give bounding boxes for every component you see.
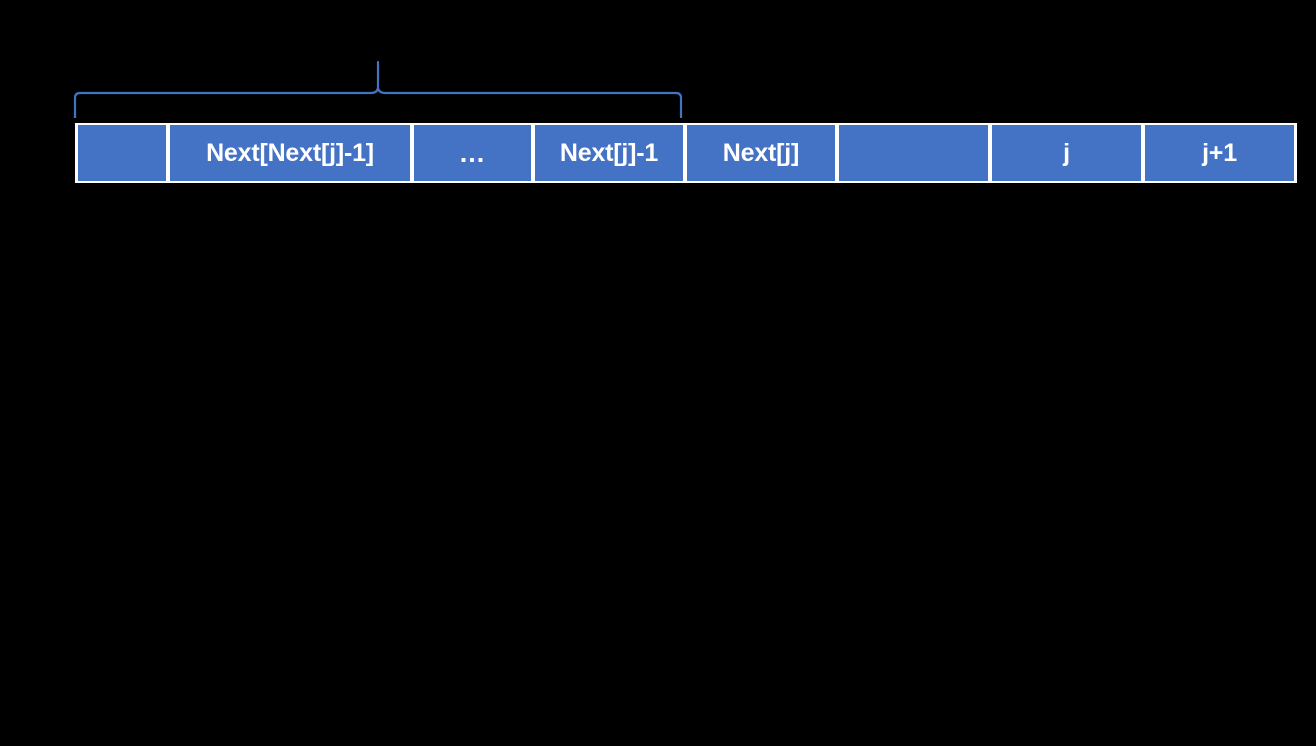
brace-shape [73, 60, 683, 118]
array-cell-label-4: Next[j] [722, 138, 800, 167]
array-cell-label-2: ... [459, 137, 486, 168]
span-brace [60, 50, 710, 130]
array-cell-label-7: j+1 [1202, 138, 1237, 167]
next-array-strip: Next[Next[j]-1] ... Next[j]-1 Next[j] j … [75, 123, 1297, 183]
brace-path [73, 60, 683, 118]
array-cell-4[interactable]: Next[j] [685, 125, 837, 181]
array-cell-label-3: Next[j]-1 [559, 138, 659, 167]
array-cell-1[interactable]: Next[Next[j]-1] [168, 125, 412, 181]
array-cell-label-1: Next[Next[j]-1] [206, 138, 374, 167]
array-cell-7[interactable]: j+1 [1143, 125, 1297, 181]
array-cell-5[interactable] [837, 125, 990, 181]
array-cell-label-6: j [1063, 138, 1070, 167]
array-cell-6[interactable]: j [990, 125, 1143, 181]
array-cell-3[interactable]: Next[j]-1 [533, 125, 685, 181]
array-cell-0[interactable] [75, 125, 168, 181]
array-cell-2[interactable]: ... [412, 125, 533, 181]
